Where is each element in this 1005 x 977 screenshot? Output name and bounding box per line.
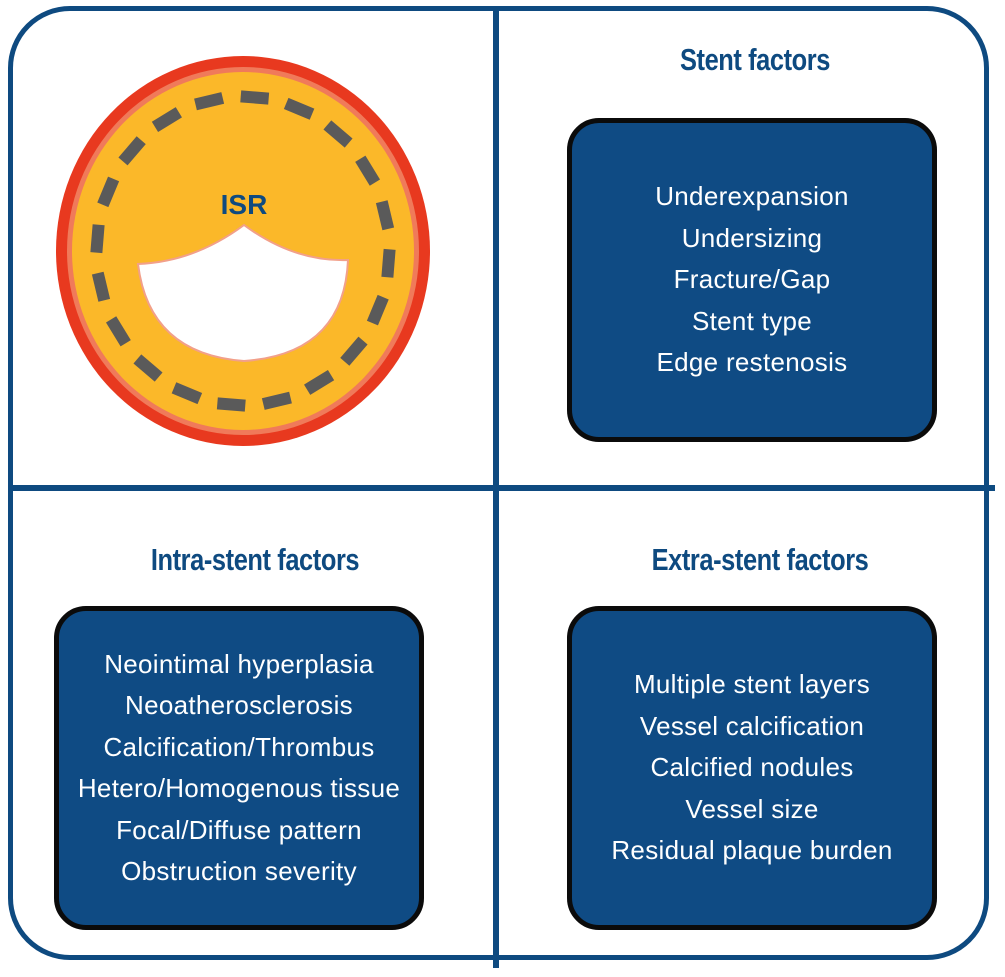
stent-strut <box>97 176 120 208</box>
intra-stent-factors-box: Neointimal hyperplasia Neoatherosclerosi… <box>54 606 424 930</box>
stent-strut <box>366 294 389 326</box>
list-item: Vessel calcification <box>639 710 865 741</box>
stent-strut <box>90 224 105 254</box>
stent-strut <box>381 248 396 278</box>
list-item: Calcified nodules <box>650 752 854 783</box>
list-item: Undersizing <box>681 222 823 253</box>
stent-strut <box>261 391 292 410</box>
stent-strut <box>105 316 131 347</box>
extra-stent-factors-box: Multiple stent layers Vessel calcificati… <box>567 606 937 930</box>
stent-strut <box>91 271 111 302</box>
list-item: Vessel size <box>685 793 819 824</box>
stent-strut <box>304 369 335 395</box>
stent-strut <box>216 397 246 412</box>
list-item: Underexpansion <box>655 181 849 212</box>
stent-factors-box: Underexpansion Undersizing Fracture/Gap … <box>567 118 937 442</box>
stent-struts <box>90 90 396 412</box>
list-item: Fracture/Gap <box>673 264 831 295</box>
list-item: Edge restenosis <box>656 347 848 378</box>
stent-strut <box>340 336 368 366</box>
list-item: Neoatherosclerosis <box>125 690 353 720</box>
extra-stent-factors-title: Extra-stent factors <box>651 542 869 577</box>
vessel-cross-section-icon: ISR <box>56 56 430 446</box>
lumen <box>136 223 350 363</box>
list-item: Residual plaque burden <box>611 835 893 866</box>
horizontal-divider <box>10 485 995 491</box>
list-item: Obstruction severity <box>121 856 357 886</box>
list-item: Focal/Diffuse pattern <box>116 814 362 845</box>
stent-strut <box>283 97 315 120</box>
stent-strut <box>323 120 353 148</box>
list-item: Neointimal hyperplasia <box>104 648 374 679</box>
list-item: Multiple stent layers <box>633 669 871 700</box>
intra-stent-factors-title: Intra-stent factors <box>150 542 360 577</box>
stent-strut <box>133 354 163 382</box>
stent-strut <box>355 155 381 186</box>
stent-strut <box>240 90 270 105</box>
stent-strut <box>375 200 395 231</box>
isr-label: ISR <box>221 189 268 220</box>
list-item: Calcification/Thrombus <box>103 731 375 762</box>
stent-factors-title: Stent factors <box>679 42 831 77</box>
stent-strut <box>171 382 203 405</box>
stent-strut <box>151 107 182 133</box>
list-item: Stent type <box>691 305 813 336</box>
stent-strut <box>194 92 225 111</box>
stent-strut <box>118 136 146 166</box>
isr-illustration: ISR <box>54 54 432 448</box>
list-item: Hetero/Homogenous tissue <box>77 773 401 803</box>
